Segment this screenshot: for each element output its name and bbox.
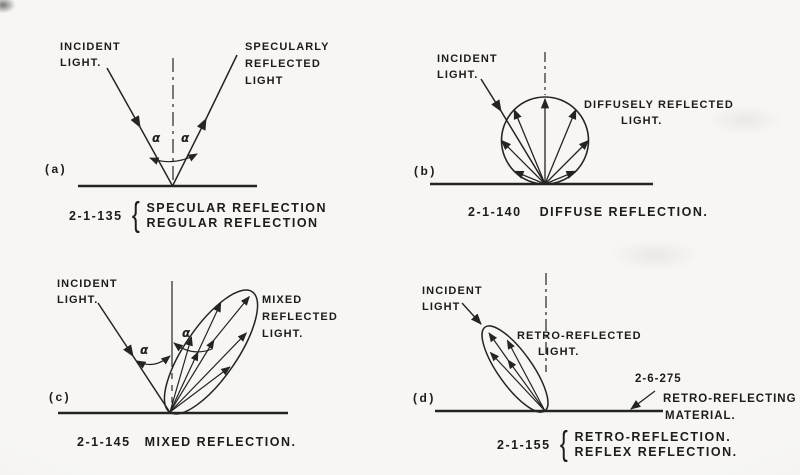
label-line: LIGHT. [262,328,304,340]
panel-d-reflected-label: RETRO-REFLECTED LIGHT. [517,328,642,360]
incident-ray-b [480,78,545,183]
panel-a-drawing [78,54,257,188]
incident-ray-c [97,302,170,412]
brace-glyph: { [559,425,569,463]
panel-d-caption: 2-1-155 { RETRO-REFLECTION. REFLEX REFLE… [497,427,738,463]
label-line: MIXED [262,294,303,306]
ref-number: 2-1-135 [69,209,123,223]
panel-b-tag: (b) [414,164,437,178]
label-line: INCIDENT [437,53,498,65]
panel-a-reflected-label: SPECULARLY REFLECTED LIGHT [245,39,330,90]
panel-c-reflected-label: MIXED REFLECTED LIGHT. [262,292,338,343]
panel-b-caption: 2-1-140 DIFFUSE REFLECTION. [468,205,708,219]
ref-number: 2-1-140 [468,205,522,219]
angle-alpha-c-right: α [182,326,191,340]
material-label-line: RETRO-REFLECTING [663,393,797,405]
caption-line: RETRO-REFLECTION. [574,430,732,444]
label-line: INCIDENT [422,285,483,297]
panel-d-tag: (d) [413,391,436,405]
angle-alpha-a-right: α [181,131,190,145]
panel-a-tag: (a) [45,162,68,176]
label-line: SPECULARLY [245,41,330,53]
panel-a-incident-label: INCIDENT LIGHT. [60,39,121,71]
panel-c-caption: 2-1-145 MIXED REFLECTION. [77,435,297,449]
incident-ray-a [106,67,173,186]
label-line: LIGHT. [437,69,479,81]
brace-glyph: { [131,196,141,234]
label-line: LIGHT. [621,115,663,127]
ref-number: 2-1-145 [77,435,131,449]
label-line: REFLECTED [262,311,338,323]
panel-b-incident-label: INCIDENT LIGHT. [437,51,498,83]
panel-c-tag: (c) [49,390,72,404]
panel-d-incident-label: INCIDENT LIGHT [422,283,483,315]
reflected-ray-a [172,54,238,186]
material-label-line: MATERIAL. [665,410,736,422]
angle-alpha-c-left: α [140,343,149,357]
label-line: INCIDENT [57,278,118,290]
ref-number: 2-1-155 [497,438,551,452]
caption-line: REFLEX REFLECTION. [574,445,738,459]
angle-arc-c-left [136,355,171,369]
incident-ray-d [461,302,482,325]
angle-alpha-a-left: α [152,131,161,145]
panel-b-reflected-label: DIFFUSELY REFLECTED LIGHT. [584,97,734,129]
label-line: INCIDENT [60,41,121,53]
mixed-fan-arrows [169,295,250,413]
mixed-lobe [163,289,259,415]
material-ref-number: 2-6-275 [635,373,682,385]
label-line: RETRO-REFLECTED [517,330,642,342]
panel-b-drawing [430,52,653,186]
panel-c-drawing [58,281,288,415]
caption-line: REGULAR REFLECTION [146,216,319,230]
angle-arc-a [149,153,198,165]
panel-d-drawing [435,273,663,413]
label-line: DIFFUSELY REFLECTED [584,99,734,111]
panel-a-caption: 2-1-135 { SPECULAR REFLECTION REGULAR RE… [69,198,327,234]
label-line: LIGHT. [538,346,580,358]
caption-line: MIXED REFLECTION. [144,435,297,449]
panel-c-incident-label: INCIDENT LIGHT. [57,276,118,308]
label-line: LIGHT [422,301,461,313]
label-line: LIGHT. [57,294,99,306]
label-line: REFLECTED [245,58,321,70]
label-line: LIGHT. [60,57,102,69]
label-line: LIGHT [245,75,284,87]
retro-fan-arrows [488,332,546,412]
caption-line: DIFFUSE REFLECTION. [539,205,709,219]
material-leader-arrow [630,390,656,410]
caption-line: SPECULAR REFLECTION [146,201,328,215]
diffuse-fan-arrows [500,97,590,185]
angle-arc-c-right [173,342,213,353]
